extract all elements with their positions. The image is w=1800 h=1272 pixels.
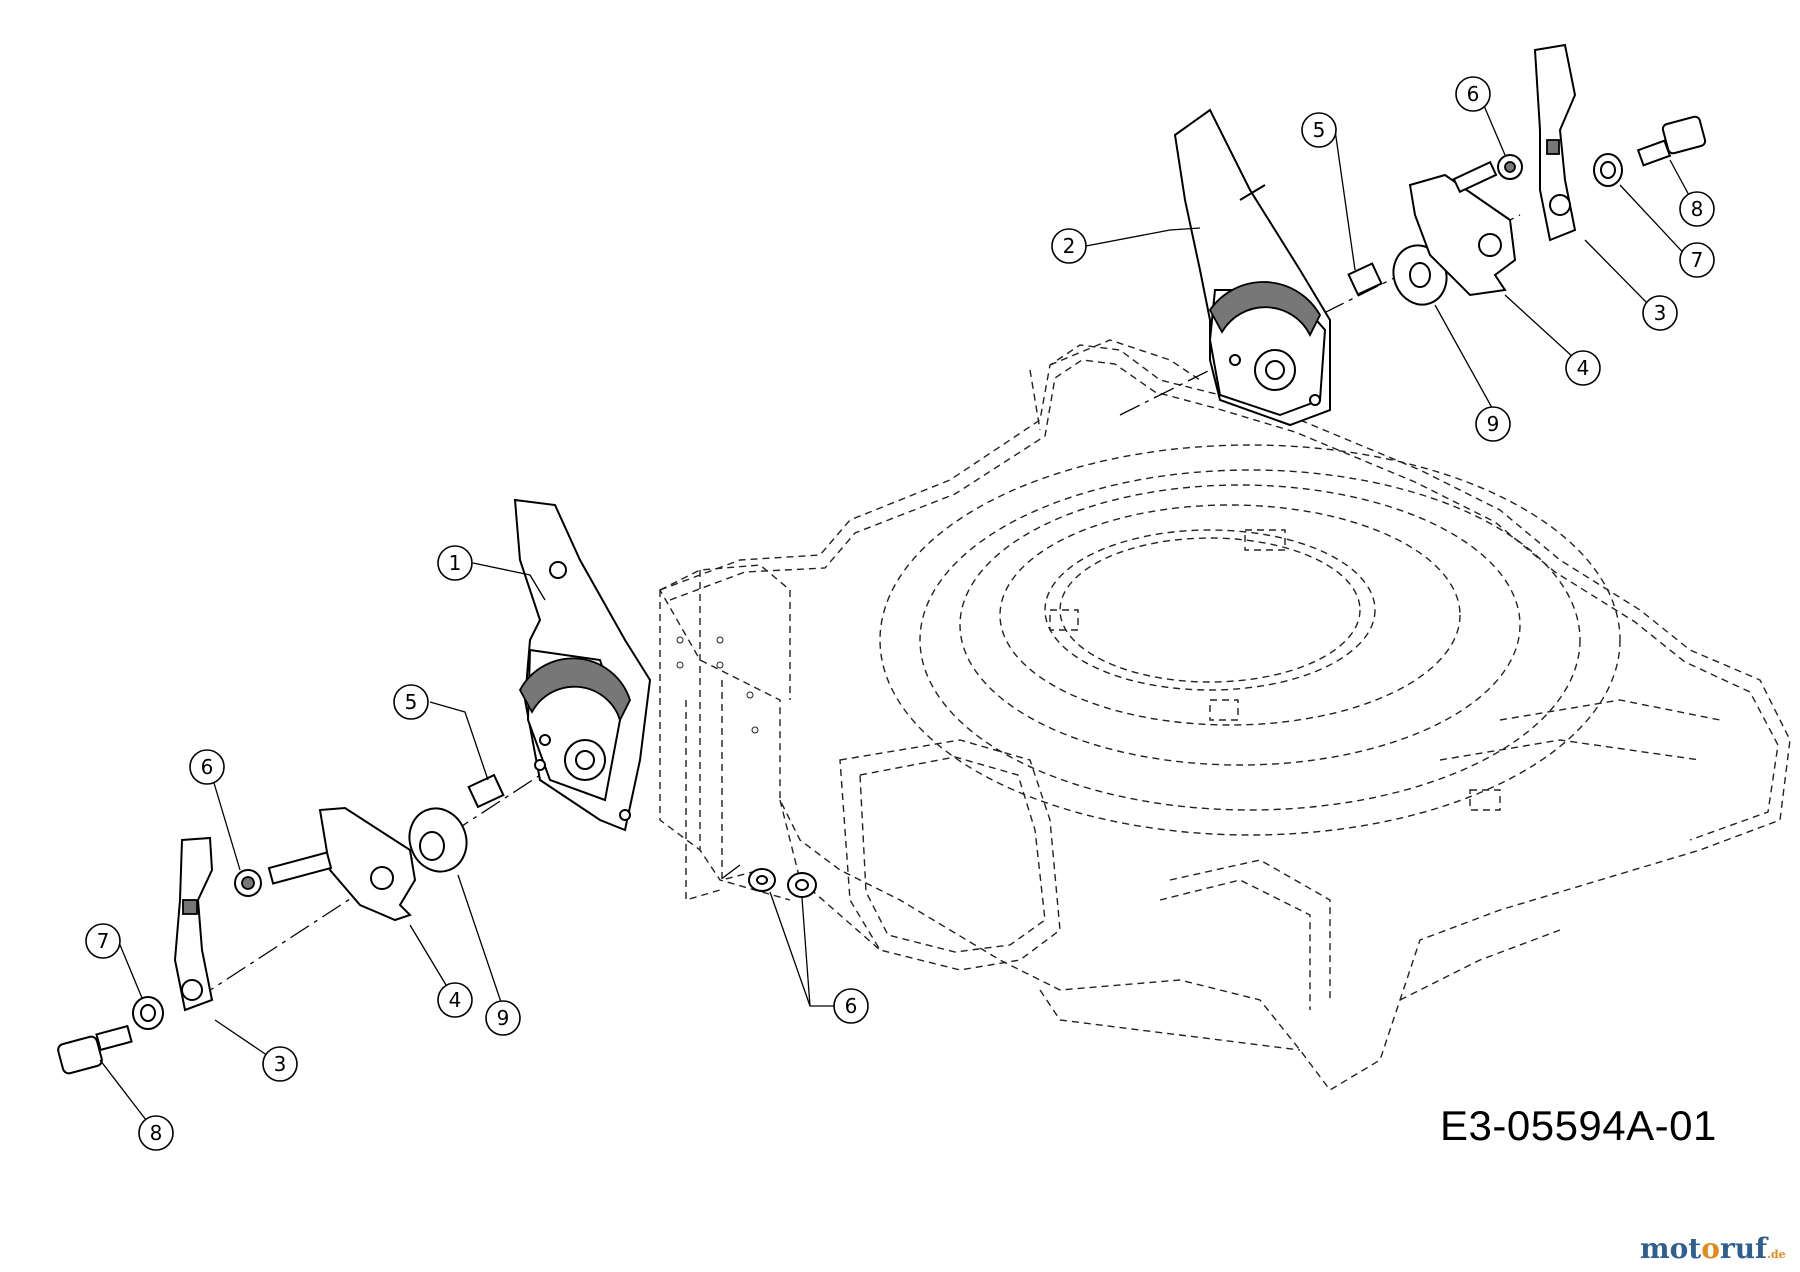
callout-1-label: 1 — [449, 551, 462, 575]
callout-9-right-label: 9 — [1487, 412, 1500, 436]
callout-8-right: 8 — [1679, 191, 1715, 227]
height-adjuster-bracket-left — [513, 498, 652, 832]
callout-6-bottom-label: 6 — [845, 994, 858, 1018]
callout-3-right-label: 3 — [1654, 301, 1667, 325]
callout-7-right: 7 — [1679, 242, 1715, 278]
callout-8-right-label: 8 — [1691, 197, 1704, 221]
callout-7-left-label: 7 — [97, 929, 110, 953]
callout-5-right-label: 5 — [1313, 118, 1326, 142]
callout-2-label: 2 — [1063, 234, 1076, 258]
drawing-code: E3-05594A-01 — [1440, 1102, 1717, 1149]
callout-5-left-label: 5 — [405, 690, 418, 714]
callout-9-right: 9 — [1475, 406, 1511, 442]
callout-8-left-label: 8 — [150, 1121, 163, 1145]
callout-1: 1 — [437, 545, 473, 581]
callout-3-left-label: 3 — [274, 1052, 287, 1076]
callout-5-left: 5 — [393, 684, 429, 720]
right-hardware — [1347, 43, 1707, 306]
callout-2: 2 — [1051, 228, 1087, 264]
callout-4-right-label: 4 — [1577, 356, 1590, 380]
mower-deck-outline — [658, 339, 1791, 1091]
callout-9-left: 9 — [485, 1000, 521, 1036]
callout-7-right-label: 7 — [1691, 248, 1704, 272]
deck-nuts — [748, 868, 817, 898]
callout-6-right: 6 — [1455, 76, 1491, 112]
callout-6-right-label: 6 — [1467, 82, 1480, 106]
callout-9-left-label: 9 — [497, 1006, 510, 1030]
callout-6-left: 6 — [189, 749, 225, 785]
callout-8-left: 8 — [138, 1115, 174, 1151]
callout-3-left: 3 — [262, 1046, 298, 1082]
callout-4-right: 4 — [1565, 350, 1601, 386]
callout-3-right: 3 — [1642, 295, 1678, 331]
watermark-logo: motoruf.de — [1640, 1232, 1786, 1265]
callout-4-left-label: 4 — [449, 988, 462, 1012]
callout-6-left-label: 6 — [201, 755, 214, 779]
height-adjuster-bracket-right — [1173, 108, 1331, 427]
left-hardware — [57, 773, 505, 1075]
callout-5-right: 5 — [1301, 112, 1337, 148]
callout-4-left: 4 — [437, 982, 473, 1018]
callout-6-bottom: 6 — [833, 988, 869, 1024]
callout-7-left: 7 — [85, 923, 121, 959]
